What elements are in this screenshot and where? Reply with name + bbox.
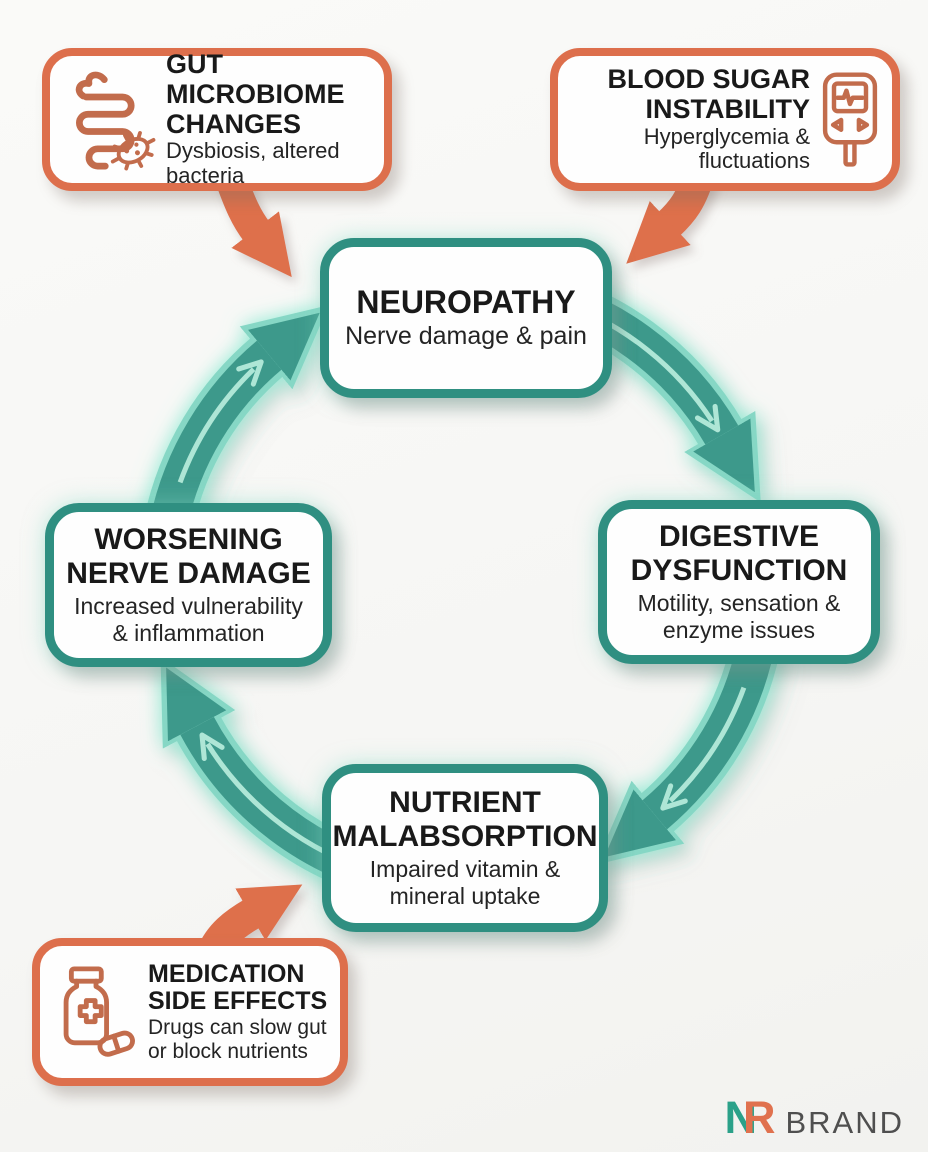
card-medication-side-effects: MEDICATION SIDE EFFECTS Drugs can slow g…: [32, 938, 348, 1086]
card-subtitle: Nerve damage & pain: [345, 322, 587, 351]
card-title: BLOOD SUGAR INSTABILITY: [607, 64, 811, 124]
card-subtitle: Hyperglycemia & fluctuations: [643, 123, 810, 174]
card-gut-microbiome: GUT MICROBIOME CHANGES Dysbiosis, altere…: [42, 48, 392, 191]
card-nutrient-malabsorption: NUTRIENT MALABSORPTION Impaired vitamin …: [322, 764, 608, 932]
arrow-worsening-to-neuropathy: [144, 305, 329, 529]
intestine-bacteria-icon: [64, 66, 160, 174]
card-title: NUTRIENT MALABSORPTION: [332, 786, 598, 853]
card-subtitle: Increased vulnerability & inflammation: [74, 593, 303, 647]
brand-logo: N R BRAND: [724, 1092, 904, 1144]
card-neuropathy: NEUROPATHY Nerve damage & pain: [320, 238, 612, 398]
card-title: WORSENING NERVE DAMAGE: [66, 523, 311, 590]
pill-bottle-icon: [52, 962, 140, 1062]
card-subtitle: Dysbiosis, altered bacteria: [166, 138, 340, 189]
logo-letter-r: R: [742, 1092, 776, 1143]
card-title: DIGESTIVE DYSFUNCTION: [630, 520, 848, 587]
card-subtitle: Motility, sensation & enzyme issues: [637, 590, 841, 644]
card-worsening-nerve-damage: WORSENING NERVE DAMAGE Increased vulnera…: [45, 503, 332, 667]
card-digestive-dysfunction: DIGESTIVE DYSFUNCTION Motility, sensatio…: [598, 500, 880, 664]
card-subtitle: Impaired vitamin & mineral uptake: [369, 856, 561, 910]
logo-word: BRAND: [785, 1105, 904, 1140]
card-title: NEUROPATHY: [356, 283, 576, 320]
logo-letter-n: N: [724, 1092, 757, 1143]
card-title: GUT MICROBIOME CHANGES: [166, 49, 345, 139]
card-subtitle: Drugs can slow gut or block nutrients: [148, 1015, 327, 1063]
arrow-digestive-to-nutrient: [595, 641, 780, 865]
glucose-meter-icon: [818, 70, 882, 170]
card-blood-sugar: BLOOD SUGAR INSTABILITY Hyperglycemia & …: [550, 48, 900, 191]
card-title: MEDICATION SIDE EFFECTS: [148, 959, 328, 1016]
